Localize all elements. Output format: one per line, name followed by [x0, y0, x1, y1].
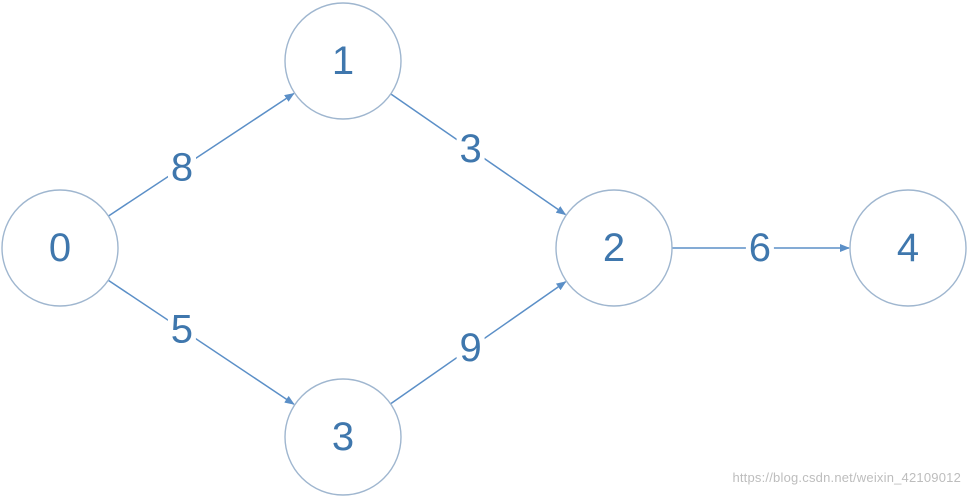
- node-label-3: 3: [332, 415, 354, 459]
- edge-0-3: [106, 278, 295, 405]
- node-circle: [849, 189, 967, 307]
- node-circle: [1, 189, 119, 307]
- node-4: 4: [849, 189, 967, 307]
- edge-weight-2-4: 6: [749, 226, 771, 270]
- edge-weight-0-3: 5: [171, 307, 193, 351]
- node-label-0: 0: [49, 226, 71, 270]
- node-2: 2: [555, 189, 673, 307]
- edge-weight-1-2: 3: [459, 127, 481, 171]
- edge-0-1: [106, 92, 295, 218]
- node-circle: [284, 2, 402, 120]
- edge-labels-layer: 8 5 3 9 6: [167, 127, 774, 370]
- edge-label-background: [168, 145, 196, 190]
- node-1: 1: [284, 2, 402, 120]
- node-label-2: 2: [603, 226, 625, 270]
- edge-label-background: [167, 307, 196, 352]
- edge-label-background: [456, 127, 485, 171]
- node-label-4: 4: [897, 226, 919, 270]
- edge-label-background: [456, 326, 485, 370]
- edge-label-background: [745, 226, 774, 270]
- watermark-text: https://blog.csdn.net/weixin_42109012: [732, 470, 961, 485]
- node-0: 0: [1, 189, 119, 307]
- edge-weight-0-1: 8: [171, 145, 193, 189]
- node-circle: [284, 378, 402, 496]
- node-label-1: 1: [332, 39, 354, 83]
- node-3: 3: [284, 378, 402, 496]
- edge-weight-3-2: 9: [459, 326, 481, 370]
- node-circle: [555, 189, 673, 307]
